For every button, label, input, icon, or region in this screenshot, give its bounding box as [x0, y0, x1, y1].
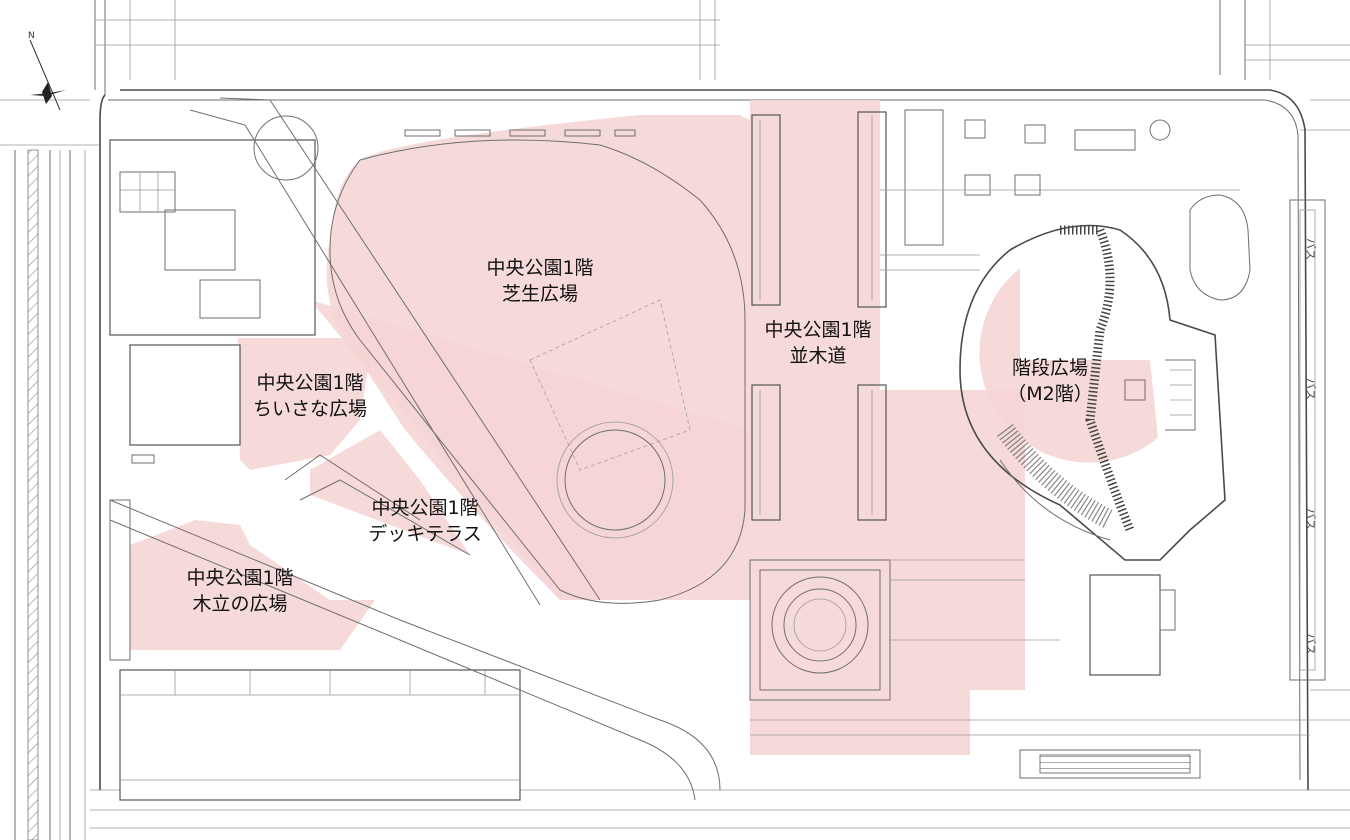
trees-plaza-zone: [130, 520, 375, 650]
diagonal-paths: [109, 97, 721, 801]
label-line: 中央公園1階: [256, 372, 364, 394]
label-line: 階段広場: [1011, 357, 1088, 379]
label-line: 中央公園1階: [186, 567, 294, 589]
label-avenue: 中央公園1階 並木道: [748, 317, 888, 369]
stairs-zone: [979, 268, 1158, 463]
label-line: 中央公園1階: [371, 497, 479, 519]
label-line: ちいさな広場: [252, 398, 367, 420]
label-trees-plaza: 中央公園1階 木立の広場: [170, 565, 310, 617]
label-line: 中央公園1階: [764, 319, 872, 341]
compass-rose: N: [28, 31, 66, 111]
avenue-planters: [751, 111, 887, 521]
small-plaza-zone: [238, 338, 370, 470]
label-lawn-plaza: 中央公園1階 芝生広場: [470, 255, 610, 307]
bus-label: バス: [1304, 378, 1317, 400]
lawn-outline: [329, 139, 746, 604]
south-square: [749, 559, 1310, 736]
label-line: 芝生広場: [501, 283, 578, 305]
compass-north-letter: N: [28, 31, 35, 41]
label-line: 木立の広場: [192, 593, 288, 615]
bus-label: バス: [1304, 238, 1317, 260]
label-line: 中央公園1階: [486, 257, 594, 279]
east-compound: [880, 109, 1326, 779]
west-buildings: [109, 139, 521, 801]
bus-label: バス: [1304, 633, 1317, 655]
bus-lane-text: バス バス バス バス: [1304, 238, 1317, 655]
label-small-plaza: 中央公園1階 ちいさな広場: [235, 370, 385, 422]
label-deck-terrace: 中央公園1階 デッキテラス: [355, 495, 495, 547]
label-stairs-plaza: 階段広場 （M2階）: [990, 355, 1110, 407]
highlight-zones: [130, 100, 1158, 755]
label-line: 並木道: [789, 345, 847, 367]
bus-label: バス: [1304, 508, 1317, 530]
label-line: （M2階）: [1007, 383, 1093, 405]
label-line: デッキテラス: [368, 523, 482, 545]
avenue-zone: [750, 100, 1025, 755]
site-boundary: [99, 89, 1309, 791]
